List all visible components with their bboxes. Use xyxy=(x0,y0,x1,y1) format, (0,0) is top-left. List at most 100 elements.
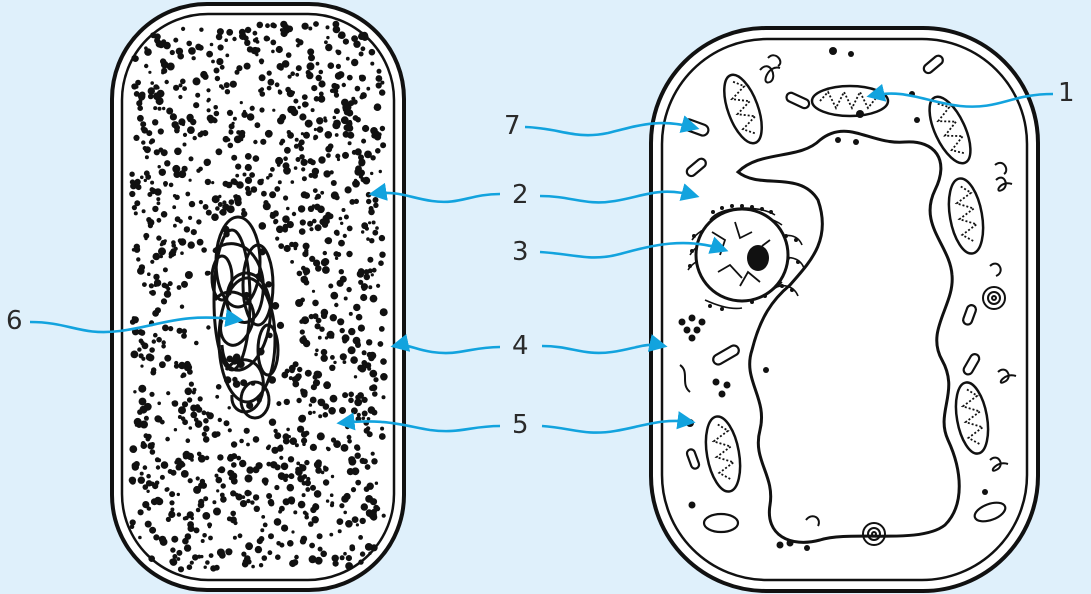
ribosome-dot xyxy=(229,130,234,135)
ribosome-dot xyxy=(161,68,167,74)
ribosome-dot xyxy=(296,65,302,71)
ribosome-dot xyxy=(243,173,247,177)
ribosome-dot xyxy=(212,117,217,122)
ribosome-dot xyxy=(224,82,230,88)
ribosome-dot xyxy=(232,377,237,382)
ribosome-dot xyxy=(338,529,342,533)
ribosome-dot xyxy=(178,566,184,572)
ribosome-dot xyxy=(283,477,288,482)
ribosome-dot xyxy=(349,312,353,316)
ribosome-dot xyxy=(214,111,220,117)
ribosome-dot xyxy=(201,539,205,543)
ribosome-dot xyxy=(130,179,135,184)
ribosome-dot xyxy=(292,212,296,216)
ribosome-dot xyxy=(158,42,165,49)
ribosome-dot xyxy=(304,515,309,520)
ribosome-dot xyxy=(169,255,173,259)
ribosome-dot xyxy=(224,420,230,426)
ribosome-dot xyxy=(278,65,284,71)
ribosome-dot xyxy=(186,41,192,47)
ribosome-dot xyxy=(305,487,310,492)
ribosome-dot xyxy=(182,166,188,172)
ribosome-dot xyxy=(378,260,384,266)
ribosome-dot xyxy=(225,89,230,94)
ribosome-dot xyxy=(244,63,251,70)
ribosome-dot xyxy=(322,261,326,265)
ribosome-dot xyxy=(380,142,386,148)
ribosome-dot xyxy=(143,146,148,151)
ribosome-dot xyxy=(370,155,375,160)
ribosome-dot xyxy=(288,473,294,479)
ribosome-dot xyxy=(247,491,252,496)
ribosome-dot xyxy=(331,475,334,478)
ribosome-dot xyxy=(193,136,197,140)
ribosome-dot xyxy=(348,392,354,398)
ribosome-dot xyxy=(203,436,210,443)
ribosome-dot xyxy=(307,62,315,70)
pointer-4-left xyxy=(394,345,500,353)
ribosome-dot xyxy=(310,507,316,513)
ribosome-dot xyxy=(312,290,315,293)
ribosome-dot xyxy=(355,342,361,348)
ribosome-dot xyxy=(279,456,283,460)
ribosome-dot xyxy=(305,370,312,377)
ribosome-dot xyxy=(351,59,358,66)
ribosome-dot xyxy=(302,176,307,181)
ribosome-dot xyxy=(284,147,291,154)
ribosome-dot xyxy=(174,361,178,365)
ribosome-dot xyxy=(152,206,158,212)
ribosome-dot xyxy=(202,432,207,437)
ribosome-dot xyxy=(308,521,314,527)
ribosome-dot xyxy=(213,508,221,516)
ribosome-dot xyxy=(233,536,237,540)
ribosome-dot xyxy=(193,102,199,108)
ribosome-dot xyxy=(181,470,189,478)
ribosome-dot xyxy=(143,465,148,470)
ribosome-dot xyxy=(315,557,323,565)
ribosome-dot xyxy=(366,192,372,198)
ribosome-dot xyxy=(295,73,299,77)
ribosome-dot xyxy=(165,437,170,442)
ribosome-dot xyxy=(380,427,384,431)
ribosome-dot xyxy=(380,126,385,131)
ribosome-dot xyxy=(157,458,161,462)
ribosome-dot xyxy=(327,447,331,451)
ribosome-dot xyxy=(169,511,173,515)
ribosome-dot xyxy=(268,499,274,505)
ribosome-dot xyxy=(362,125,369,132)
ribosome-dot xyxy=(297,367,302,372)
ribosome-dot xyxy=(142,209,146,213)
ribosome-dot xyxy=(358,559,363,564)
ribosome-dot xyxy=(361,360,367,366)
ribosome-dot xyxy=(343,234,347,238)
ribosome-dot xyxy=(321,471,325,475)
ribosome-dot xyxy=(130,519,136,525)
ribosome-dot xyxy=(295,468,303,476)
ribosome-dot xyxy=(314,353,318,357)
ribosome-dot xyxy=(159,169,166,176)
ribosome-dot xyxy=(173,224,177,228)
ribosome-dot xyxy=(297,475,304,482)
ribosome-dot xyxy=(253,140,257,144)
ribosome-dot xyxy=(152,119,158,125)
ribosome-dot xyxy=(302,94,308,100)
ribosome-dot xyxy=(153,274,159,280)
ribosome-dot xyxy=(265,23,270,28)
ribosome-dot xyxy=(368,221,371,224)
ribosome-dot xyxy=(333,120,337,124)
ribosome-dot xyxy=(300,415,306,421)
ribosome-dot xyxy=(185,271,193,279)
ribosome-dot xyxy=(236,456,241,461)
ribosome-dot xyxy=(355,86,361,92)
ribosome-dot xyxy=(197,239,204,246)
ribosome-dot xyxy=(203,204,209,210)
ribosome-dot xyxy=(251,186,258,193)
ribosome-dot xyxy=(129,445,137,453)
ribosome-dot xyxy=(278,445,283,450)
ribosome-dot xyxy=(150,449,156,455)
ribosome-dot xyxy=(379,433,386,440)
ribosome-dot xyxy=(339,217,343,221)
ribosome-dot xyxy=(351,35,358,42)
ribosome-dot xyxy=(289,365,296,372)
ribosome-dot xyxy=(153,92,161,100)
